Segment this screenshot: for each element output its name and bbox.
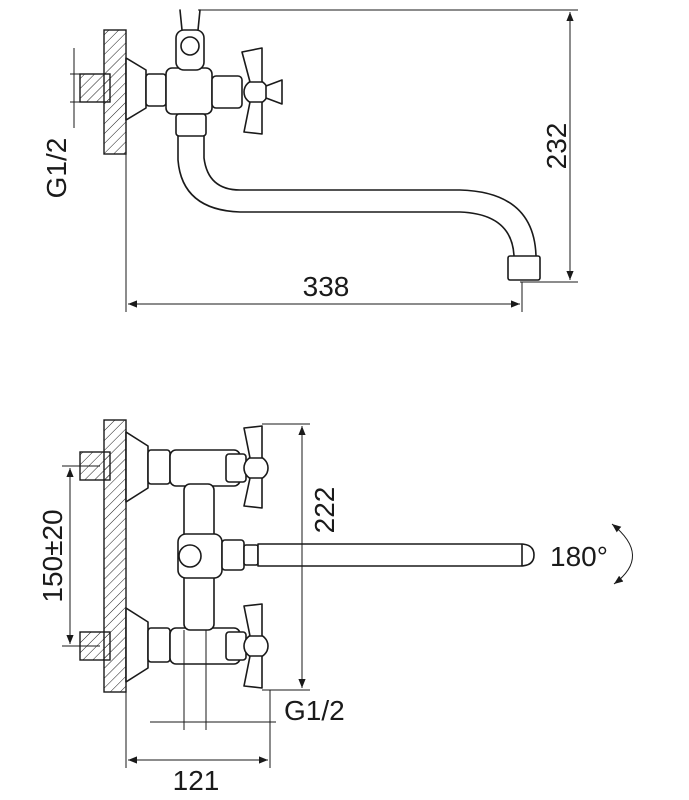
- handle-lever-top-down: [243, 477, 263, 509]
- inlet-pipe-side: [79, 73, 111, 103]
- diverter-hook-side: [179, 9, 201, 31]
- side-view: 232 338 G1/2: [41, 9, 578, 312]
- handle-hub-bottom-front: [243, 633, 269, 659]
- handle-hub-top-front: [243, 455, 269, 481]
- spout-nut-front: [221, 539, 245, 571]
- dimension-222: 222: [309, 487, 340, 534]
- escutcheon-top-front: [125, 431, 149, 503]
- spout-nut-side: [175, 113, 207, 137]
- escutcheon-side: [125, 57, 147, 121]
- spout-outer-side: [177, 135, 515, 257]
- nut-top-front: [147, 449, 171, 485]
- nut-bottom-front: [147, 627, 171, 663]
- thread-label-front: G1/2: [284, 695, 345, 726]
- handle-lever-up-side: [241, 47, 263, 83]
- valve-head-side: [211, 75, 243, 109]
- dimension-338: 338: [303, 271, 350, 302]
- handle-lever-down-side: [243, 101, 263, 135]
- wall-section-front: [103, 419, 127, 693]
- rotation-label: 180°: [550, 541, 608, 572]
- dimension-232: 232: [541, 123, 572, 170]
- handle-lever-bottom-down: [243, 655, 263, 689]
- handle-lever-bottom-up: [243, 603, 263, 637]
- thread-label-side: G1/2: [41, 138, 72, 199]
- spout-collar-front: [243, 544, 259, 566]
- aerator-side: [507, 255, 541, 281]
- dimension-121: 121: [173, 765, 220, 796]
- handle-hub-side: [243, 79, 269, 105]
- nut-side: [145, 73, 167, 107]
- escutcheon-bottom-front: [125, 607, 149, 683]
- valve-head-top-front: [225, 453, 247, 483]
- diverter-knob-side: [180, 36, 200, 56]
- handle-lever-top-up: [243, 425, 263, 459]
- spout-front: [257, 543, 535, 567]
- front-view: 222 150±20 G1/2 121 180°: [37, 419, 633, 796]
- diverter-knob-front: [178, 544, 202, 568]
- spout-inner-side: [203, 135, 537, 257]
- dimension-150-tolerance: 150±20: [37, 509, 68, 602]
- mixer-body-side: [165, 67, 213, 115]
- handle-lever-right-side: [265, 79, 283, 105]
- valve-head-bottom-front: [225, 631, 247, 661]
- rotation-arrow: [611, 523, 633, 585]
